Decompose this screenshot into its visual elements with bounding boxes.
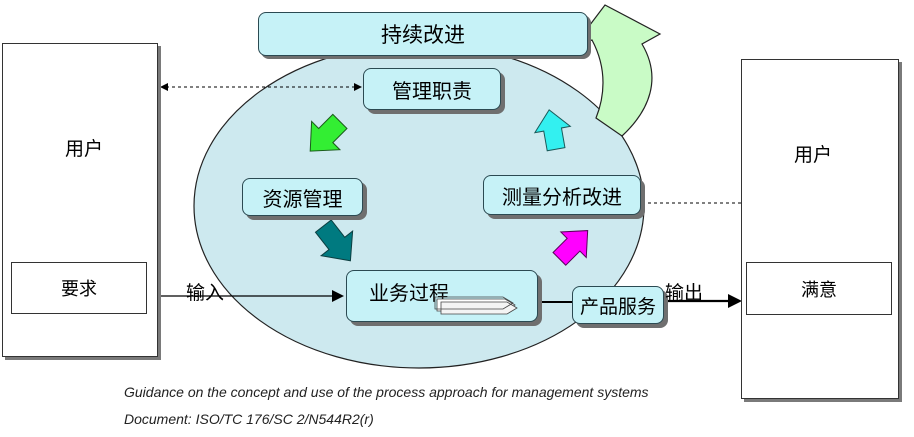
right-user-label: 用户 <box>794 144 833 166</box>
management-responsibility-box: 管理职责 <box>363 68 501 110</box>
satisfaction-box: 满意 <box>746 262 892 315</box>
cyan-cycle-arrow <box>533 109 572 152</box>
green-cycle-arrow <box>309 113 348 152</box>
continuous-improvement-arrow <box>572 4 662 137</box>
measurement-analysis-box: 测量分析改进 <box>483 175 641 215</box>
dashed-link-management <box>160 83 362 91</box>
input-arrow <box>140 290 344 302</box>
continuous-improvement-box: 持续改进 <box>258 12 588 56</box>
input-label: 输入 <box>186 282 225 304</box>
caption-line-2: Document: ISO/TC 176/SC 2/N544R2(r) <box>124 411 374 427</box>
caption-line-1: Guidance on the concept and use of the p… <box>124 384 649 400</box>
business-process-box: 业务过程 <box>346 270 538 322</box>
document-stack-icon <box>434 296 518 315</box>
requirement-box: 要求 <box>11 262 147 314</box>
output-arrow <box>664 294 742 308</box>
teal-cycle-arrow <box>314 219 354 262</box>
output-label: 输出 <box>665 282 704 304</box>
product-service-box: 产品服务 <box>572 286 664 324</box>
right-user-panel: 用户 满意 <box>741 59 899 399</box>
business-process-label: 业务过程 <box>369 281 449 305</box>
resource-management-box: 资源管理 <box>242 178 363 216</box>
magenta-cycle-arrow <box>552 230 589 266</box>
left-user-label: 用户 <box>65 138 104 160</box>
left-user-panel: 用户 要求 <box>2 43 158 357</box>
